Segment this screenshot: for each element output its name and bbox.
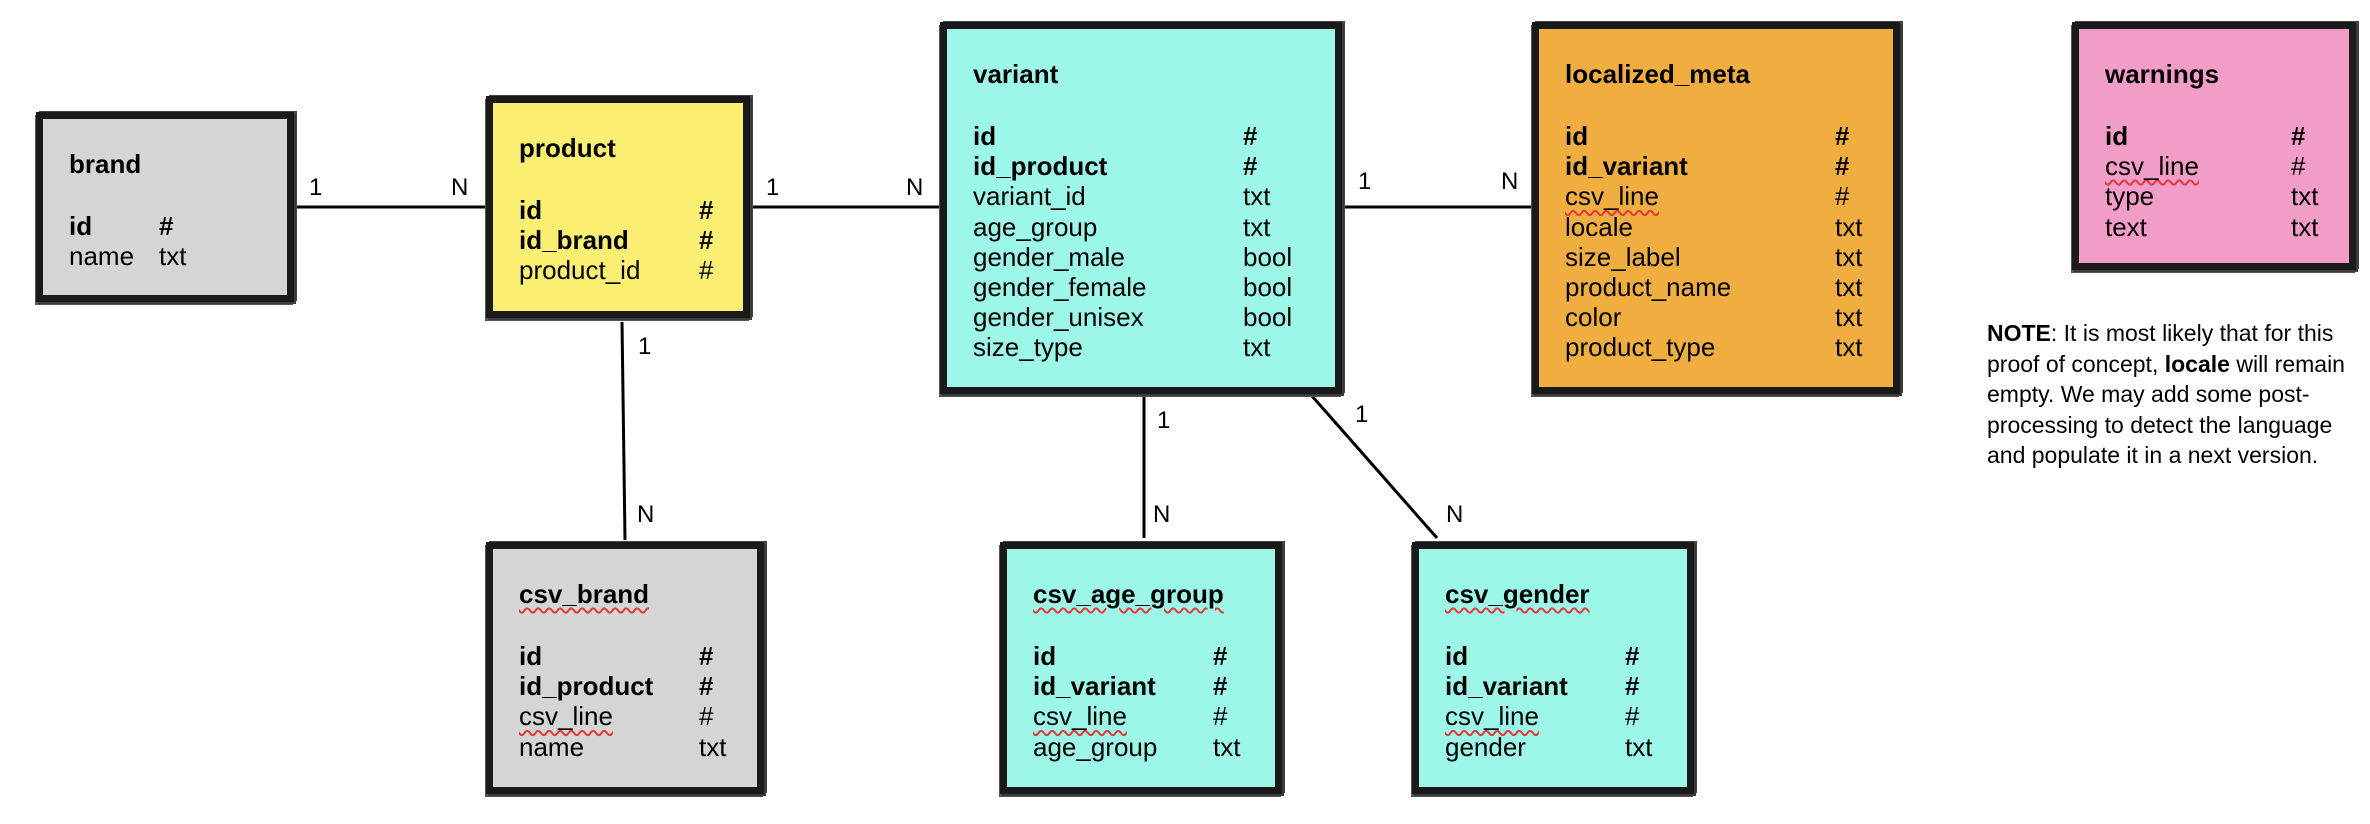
note-text-part-2: will remain empty. We may add some post-… xyxy=(1987,350,2345,469)
card-product-variant-n: N xyxy=(906,174,924,201)
field-row: id# xyxy=(973,121,1258,151)
field-row: id# xyxy=(519,195,714,225)
field-row: product_id# xyxy=(519,255,714,286)
entity-title: csv_age_group xyxy=(1033,579,1224,609)
field-row: csv_line# xyxy=(1565,181,1850,212)
variant-csv-gender-line xyxy=(1310,395,1439,539)
field-row: csv_line# xyxy=(2105,151,2306,182)
field-row: id# xyxy=(519,641,714,671)
entity-product: product id# id_brand# product_id# xyxy=(486,96,750,318)
entity-title: product xyxy=(519,133,616,163)
field-row: id# xyxy=(2105,121,2306,151)
card-product-csv-brand-n: N xyxy=(637,501,655,528)
field-row: id_variant# xyxy=(1033,671,1228,702)
card-variant-localized-1: 1 xyxy=(1358,168,1372,195)
field-row: id# xyxy=(69,211,174,241)
card-variant-csv-gender-n: N xyxy=(1446,501,1464,528)
entity-title: warnings xyxy=(2105,59,2220,89)
entity-csv-gender: csv_gender id# id_variant# csv_line# gen… xyxy=(1412,542,1694,794)
card-variant-csv-gender-1: 1 xyxy=(1355,401,1369,428)
product-csv-brand-line xyxy=(620,321,627,541)
entity-title: variant xyxy=(973,59,1059,89)
field-row: id_variant# xyxy=(1445,671,1640,702)
field-row: id_product# xyxy=(519,671,714,702)
card-product-variant-1: 1 xyxy=(766,174,780,201)
card-brand-product-1: 1 xyxy=(309,174,323,201)
note-keyword: locale xyxy=(2164,350,2230,377)
field-row: id# xyxy=(1033,641,1228,671)
card-variant-csv-age-1: 1 xyxy=(1157,407,1171,434)
entity-csv-age-group: csv_age_group id# id_variant# csv_line# … xyxy=(1000,542,1282,794)
note-label: NOTE xyxy=(1987,320,2051,346)
field-row: id_variant# xyxy=(1565,151,1850,182)
entity-title: brand xyxy=(69,149,142,179)
card-variant-localized-n: N xyxy=(1501,168,1519,195)
note-text-part-1: : It is most likely that for this proof … xyxy=(1987,320,2334,377)
note-text: NOTE: It is most likely that for this pr… xyxy=(1987,318,2347,471)
entity-title: csv_gender xyxy=(1445,579,1590,609)
entity-title: csv_brand xyxy=(519,579,650,609)
entity-title: localized_meta xyxy=(1565,59,1750,89)
card-product-csv-brand-1: 1 xyxy=(638,333,652,360)
card-variant-csv-age-n: N xyxy=(1153,501,1171,528)
entity-localized-meta: localized_meta id# id_variant# csv_line#… xyxy=(1532,22,1900,394)
field-row: id# xyxy=(1565,121,1850,151)
field-row: id_brand# xyxy=(519,225,714,256)
field-row: csv_line# xyxy=(1445,701,1640,732)
entity-csv-brand: csv_brand id# id_product# csv_line# name… xyxy=(486,542,764,794)
field-row: csv_line# xyxy=(519,701,714,732)
field-row: id_product# xyxy=(973,151,1258,182)
card-brand-product-n: N xyxy=(451,174,469,201)
field-row: id# xyxy=(1445,641,1640,671)
field-row: csv_line# xyxy=(1033,701,1228,732)
